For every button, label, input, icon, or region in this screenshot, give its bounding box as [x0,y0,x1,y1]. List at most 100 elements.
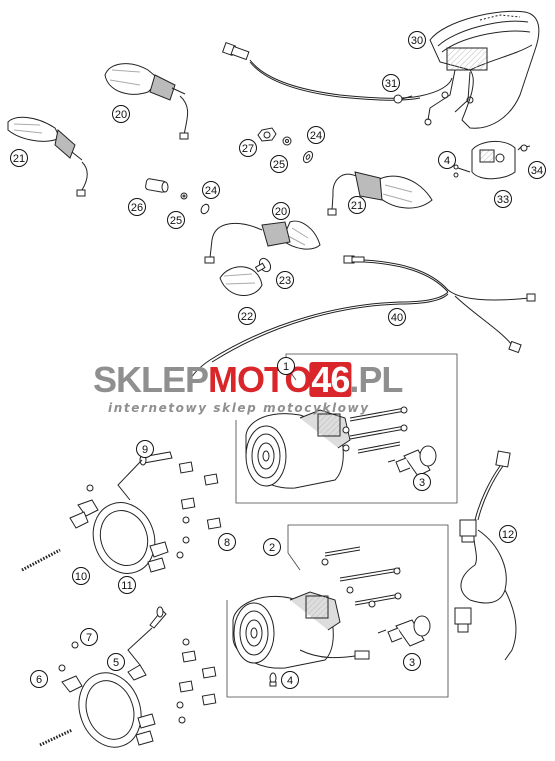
screw-31 [393,94,413,104]
turn-signal-front-right [327,171,433,216]
callout-22: 22 [238,307,256,325]
watermark-brand: SKLEPMOTO46.PL [93,359,402,400]
callout-circle [107,653,125,671]
callout-number: 22 [241,311,253,323]
bulb-3-top [387,445,437,477]
callout-circle [348,196,366,214]
mount-parts-9 [117,451,222,559]
callout-number: 24 [205,185,217,197]
callout-number: 5 [113,657,119,669]
callout-number: 1 [283,361,289,373]
callout-number: 20 [115,109,127,121]
callout-24: 24 [307,126,325,144]
callout-number: 26 [131,202,143,214]
callout-circle [80,628,98,646]
callout-number: 21 [351,200,363,212]
callout-21: 21 [348,196,366,214]
callout-number: 3 [419,477,425,489]
callout-circle [276,271,294,289]
callout-4: 4 [438,151,456,169]
callout-circle [413,473,431,491]
callout-25: 25 [167,211,185,229]
callout-number: 9 [142,444,148,456]
mount-parts-lower [58,606,217,724]
callout-circle [136,440,154,458]
callout-number: 33 [497,194,509,206]
callout-circle [128,198,146,216]
callout-circle [494,190,512,208]
lens-and-bulb [219,257,272,296]
turn-signal-front-left [7,116,88,197]
bulb-3-bottom [377,615,431,647]
callout-number: 24 [310,130,322,142]
watermark-tagline: internetowy sklep motocyklowy [108,401,370,415]
callout-circle [30,670,48,688]
callout-2: 2 [263,538,281,556]
callout-number: 4 [287,675,293,687]
headlight-box-2 [226,524,449,698]
callout-circle [403,653,421,671]
callout-circle [408,31,426,49]
callout-5: 5 [107,653,125,671]
callout-circle [528,161,546,179]
callout-circle [272,202,290,220]
wiring-harness-12 [454,450,517,661]
small-parts-top [257,127,314,164]
callout-6: 6 [30,670,48,688]
callout-25: 25 [270,155,288,173]
callout-circle [112,105,130,123]
tail-light-assembly [424,10,540,129]
callout-circle [388,308,406,326]
callout-30: 30 [408,31,426,49]
watermark-brand-part2: MOTO [208,359,311,400]
callout-number: 3 [409,657,415,669]
callout-10: 10 [72,567,90,585]
screws-2 [321,546,402,608]
callout-circle [10,149,28,167]
callout-circle [270,155,288,173]
callout-number: 27 [242,143,254,155]
wiring-harness-40 [187,255,536,386]
watermark: SKLEPMOTO46.PL internetowy sklep motocyk… [93,359,403,415]
callout-40: 40 [388,308,406,326]
callout-number: 30 [411,35,423,47]
callout-12: 12 [499,525,517,543]
callout-number: 8 [224,537,230,549]
watermark-brand-part1: SKLEP [93,359,208,400]
screws-1 [342,406,408,454]
turn-signal-rear-left [104,63,189,140]
bulb-socket-parts [145,178,210,215]
callout-9: 9 [136,440,154,458]
callout-34: 34 [528,161,546,179]
callout-number: 40 [391,312,403,324]
callout-number: 21 [13,153,25,165]
callout-number: 12 [502,529,514,541]
callout-number: 20 [275,206,287,218]
watermark-brand-part3: .PL [349,359,402,400]
callout-number: 11 [121,580,132,592]
callout-24: 24 [202,181,220,199]
callout-circle [118,576,136,594]
callout-circle [277,357,295,375]
callout-number: 7 [86,632,92,644]
headlight-ring-11 [21,484,169,574]
callout-20: 20 [112,105,130,123]
small-bulb-4 [269,672,277,687]
callout-circle [72,567,90,585]
callout-26: 26 [128,198,146,216]
callout-circle [382,74,400,92]
watermark-brand-num: 46 [311,359,349,400]
callout-31: 31 [382,74,400,92]
callout-7: 7 [80,628,98,646]
callout-3: 3 [413,473,431,491]
callout-number: 6 [36,674,42,686]
callout-number: 10 [75,571,87,583]
tail-light-cable [221,41,453,101]
callout-circle [238,307,256,325]
watermark-number-badge [309,362,352,397]
callout-circle [239,139,257,157]
headlight-unit-2 [232,591,370,669]
callout-number: 25 [170,215,182,227]
